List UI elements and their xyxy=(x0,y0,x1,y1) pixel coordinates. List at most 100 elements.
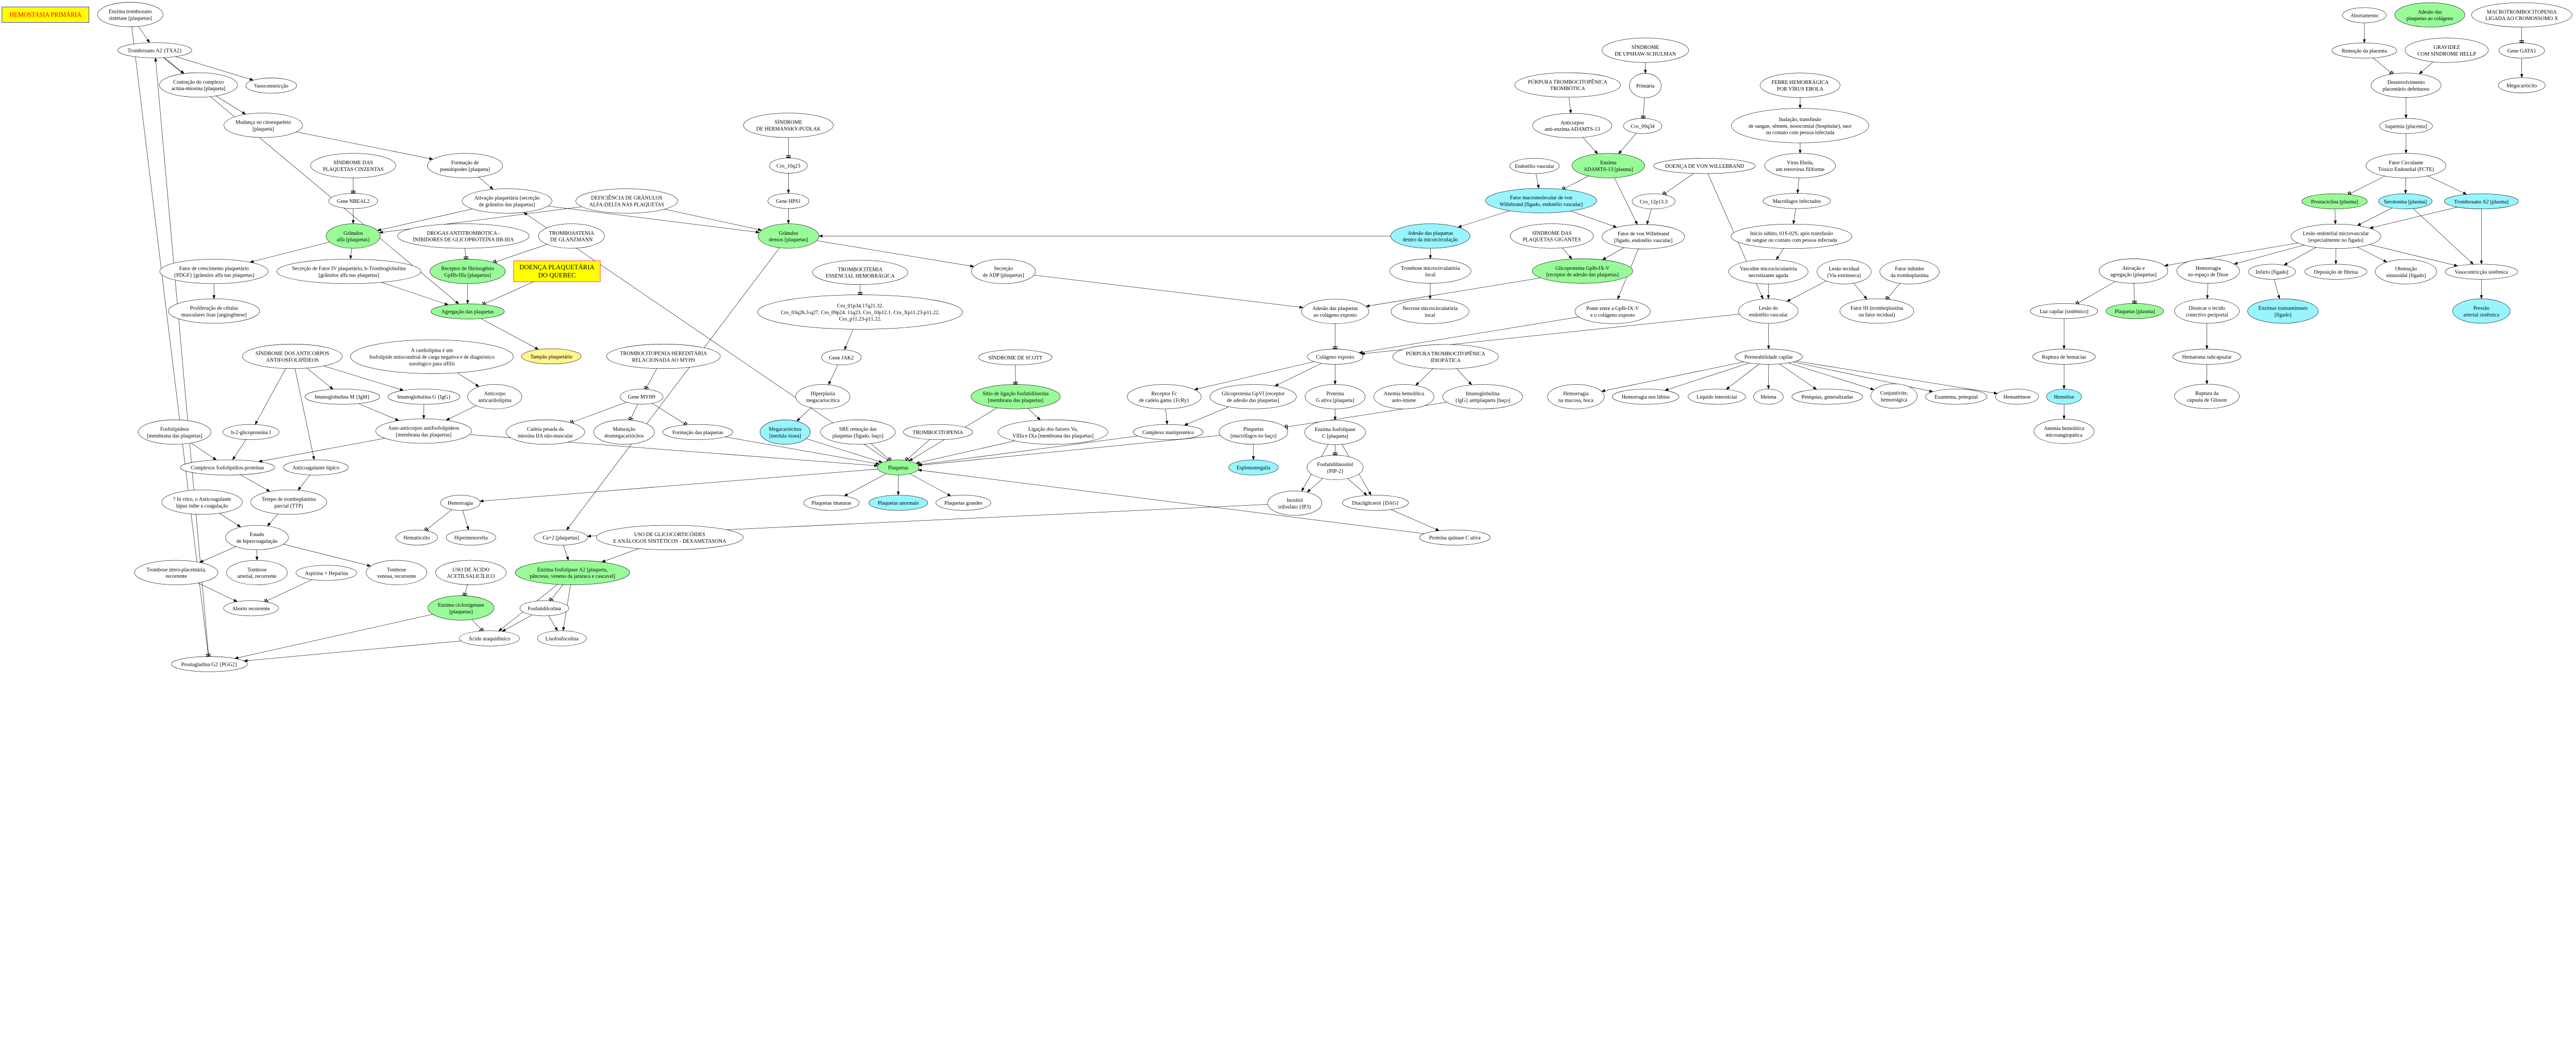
node-label-line: ACETILSALICÍLICO xyxy=(447,573,495,579)
node-fvw: Fator de von Willebrand[fígado, endotéli… xyxy=(1602,224,1685,249)
node-ellipse xyxy=(596,525,743,550)
edge-autoac-to-complx xyxy=(258,438,385,463)
node-transam: Enzimas transaminases[fígado] xyxy=(2247,298,2319,324)
node-label-line: sintetase [plaquetas] xyxy=(109,16,152,22)
node-ellipse xyxy=(936,495,991,511)
node-label: Conjuntivite,hemorrágica xyxy=(1880,390,1908,403)
node-label-line: Ponte entre a GpIb-IX-V xyxy=(1586,306,1639,312)
node-ellipse xyxy=(431,303,505,319)
node-ellipse xyxy=(1419,529,1490,545)
node-label: Primária xyxy=(1636,83,1655,89)
node-label-line: RELACIONADA AO MYH9 xyxy=(632,357,695,363)
node-label: Hipermenorréia xyxy=(454,536,488,541)
edge-plaq-to-hemorr xyxy=(479,469,878,503)
node-label-line: Infarto [fígado] xyxy=(2256,270,2289,276)
node-label-line: Gene HPS1 xyxy=(776,199,801,204)
node-ellipse xyxy=(180,459,275,475)
node-label: Lisofosfocolina xyxy=(545,636,579,642)
inhibit-edge-aas-to-cox xyxy=(462,584,468,596)
node-label-line: de cadeia gama {FcRy} xyxy=(1139,398,1190,404)
node-label: Fosfatidilcolina xyxy=(528,606,561,612)
node-cro09: Cro_09q34 xyxy=(1623,118,1663,134)
node-formpl: Formação das plaquetas xyxy=(663,424,733,440)
edge-gpib-to-adescol xyxy=(1365,278,1541,307)
node-liso: Lisofosfocolina xyxy=(537,630,587,646)
edge-hellp-to-desenv xyxy=(2419,61,2434,75)
edge-inicio-to-vascul xyxy=(1776,248,1784,260)
node-fcol: Fosfatidilcolina xyxy=(519,600,569,616)
edge-igm-to-autoac xyxy=(358,403,399,421)
node-label-line: Formação das plaquetas xyxy=(672,430,723,436)
node-label-line: de ADP [plaquetas] xyxy=(983,272,1024,278)
node-label-line: megacariocítica xyxy=(806,398,840,404)
node-label-line: Proliferação de células xyxy=(190,305,238,311)
node-label-line: Cro_01p34.17q21.32. xyxy=(837,303,884,309)
node-dag: Diacilglicerol {DAG} xyxy=(1342,495,1409,511)
node-ellipse xyxy=(1574,299,1651,324)
node-ellipse xyxy=(1623,118,1663,134)
node-label: Hemorragia xyxy=(448,501,473,506)
node-label-line: Glicoproteína GpVI [receptor xyxy=(1222,391,1285,397)
node-virus: Vírus Ebola,um retrovírus filiforme xyxy=(1765,153,1836,178)
node-label: Cro_12p13.3 xyxy=(1640,199,1668,205)
node-ellipse xyxy=(225,525,289,550)
node-ellipse xyxy=(159,72,238,98)
node-label-line: Secreção de Fator IV plaquetário, b-Trom… xyxy=(292,266,406,271)
edge-perme-to-exant xyxy=(1793,362,1934,393)
node-label: Hemólise xyxy=(2054,394,2075,400)
node-ellipse xyxy=(1871,383,1918,409)
node-label: Infarto [fígado] xyxy=(2256,270,2289,276)
node-label-line: ou contato com pessoa infectada xyxy=(1766,130,1835,136)
inhibit-edge-remoc-to-desenv xyxy=(2372,58,2394,76)
node-ellipse xyxy=(575,188,678,214)
node-label-line: Proteína quinase C ativa xyxy=(1429,536,1481,541)
node-label-line: Imunoglobulina M {IgM} xyxy=(315,394,370,400)
node-label-line: LIGADA AO CROMOSSOMO X xyxy=(2485,16,2558,22)
node-label: Vasocontricção sistêmica xyxy=(2455,270,2509,276)
node-label-line: Lesão tecidual xyxy=(1829,266,1860,272)
node-label-line: Auto-anticorpos antifosfolipídeos xyxy=(388,426,459,432)
node-ellipse xyxy=(877,459,920,475)
node-label-line: Plaquetas [plasma] xyxy=(2115,309,2155,315)
node-ellipse xyxy=(2366,153,2447,178)
node-ellipse xyxy=(768,193,809,209)
edge-perme-to-labios xyxy=(1664,363,1750,391)
node-label-line: Enzima cicloxigenase xyxy=(438,603,484,608)
node-label-line: MACROTROMBOCITOPENIA xyxy=(2487,9,2557,15)
node-label-line: da tromboplastina xyxy=(1891,273,1929,279)
node-gata1: Gene GATA1 xyxy=(2499,43,2545,59)
node-ellipse xyxy=(2404,38,2489,63)
node-liquido: Líquido intersticial xyxy=(1688,389,1746,405)
node-ruphem: Ruptura de hemácias xyxy=(2032,349,2096,365)
node-igg: Imunoglobulina G {IgG} xyxy=(387,389,461,405)
inhibit-edge-adamts-to-fmacro xyxy=(1562,176,1589,192)
node-ellipse xyxy=(1510,223,1594,249)
node-label: Melena xyxy=(1760,394,1776,400)
node-label-line: endotélio vascular xyxy=(1749,312,1788,318)
node-label-line: Secreção xyxy=(994,266,1013,271)
node-label-line: parcial (TTP) xyxy=(275,503,303,509)
node-label: Imunoglobulina M {IgM} xyxy=(315,394,370,400)
node-ellipse xyxy=(1653,158,1756,174)
node-label-line: Maturação xyxy=(613,426,635,432)
inhibit-edge-finib-to-f3 xyxy=(1885,283,1901,301)
node-petequ: Petéquias, generalizadas xyxy=(1791,389,1863,405)
node-label-line: dentro da micorcirculação xyxy=(1403,237,1458,243)
node-txa2pl: Tromboxano A2 [plasma] xyxy=(2444,193,2519,210)
node-label-line: Prostaciclina [plasma] xyxy=(2311,199,2359,205)
